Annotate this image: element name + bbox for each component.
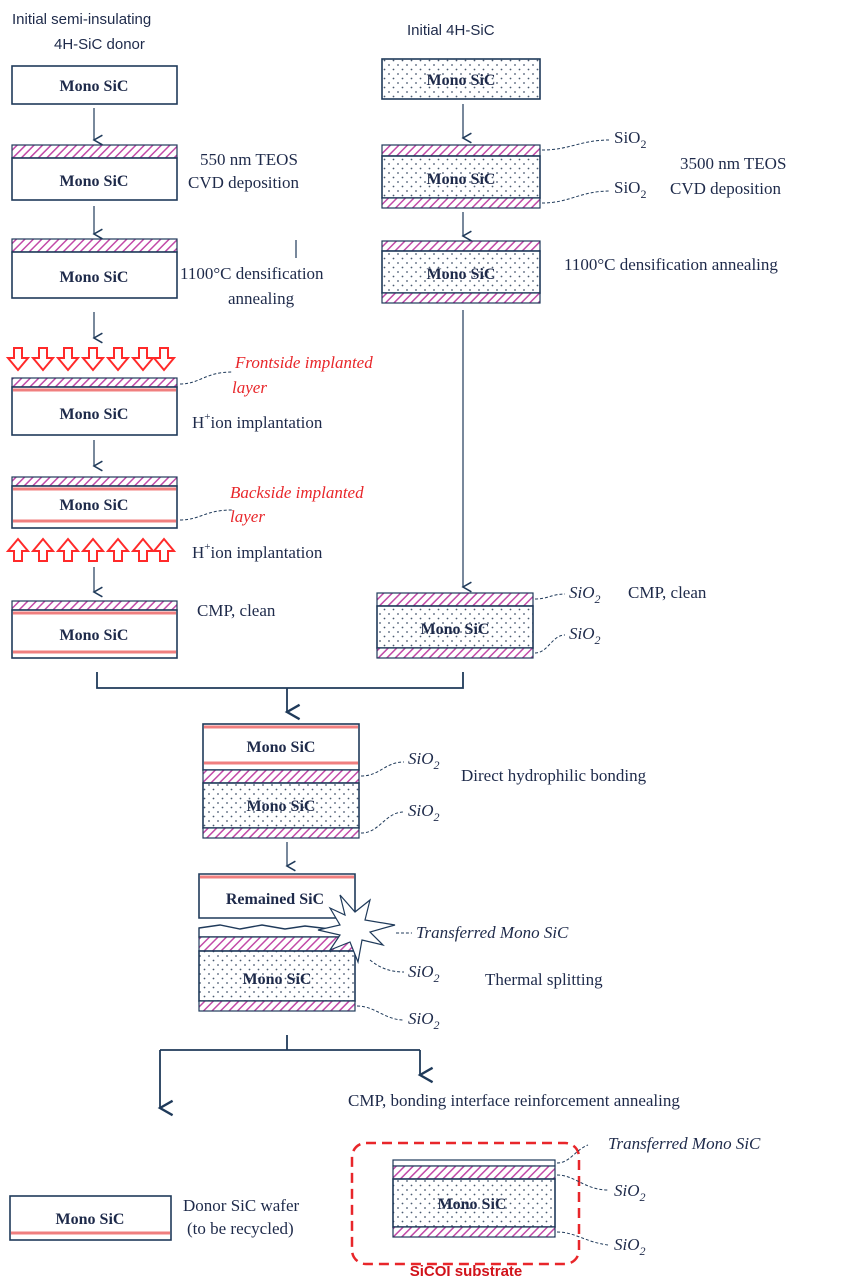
transferred-label-1: Transferred Mono SiC (416, 923, 569, 942)
wafer-label: Mono SiC (247, 739, 316, 756)
split-stack: Remained SiC Mono SiC (198, 873, 356, 1012)
cmp-clean-right: CMP, clean (628, 583, 707, 602)
wafer-label: Remained SiC (226, 891, 324, 908)
thermal-label: Thermal splitting (485, 970, 603, 989)
dens-left-label-2: annealing (228, 289, 295, 308)
leader-line (556, 1174, 609, 1191)
backside-implant-arrows (5, 537, 177, 562)
dens-right-label: 1100°C densification annealing (564, 255, 778, 274)
h-ion-label-1: H+ion implantation (192, 411, 323, 432)
handle-wafer-teos: Mono SiC (381, 144, 541, 209)
handle-wafer-cmp: Mono SiC (376, 592, 534, 659)
backside-label-1: Backside implanted (230, 483, 364, 502)
teos550-label-2: CVD deposition (188, 173, 299, 192)
wafer-label: Mono SiC (438, 1196, 507, 1213)
sio2-label-sicoi-top: SiO2 (614, 1181, 646, 1204)
donor-title-line1: Initial semi-insulating (12, 11, 151, 28)
sio2-label-handle-top: SiO2 (614, 128, 646, 151)
sio2-label-bond-bottom: SiO2 (408, 801, 440, 824)
leader-line (369, 959, 405, 973)
wafer-label: Mono SiC (427, 72, 496, 89)
donor-wafer-recycled: Mono SiC (9, 1195, 172, 1241)
wafer-label: Mono SiC (60, 173, 129, 190)
bonded-stack: Mono SiC Mono SiC (202, 723, 360, 839)
handle-title: Initial 4H-SiC (407, 22, 495, 39)
leader-line (534, 593, 566, 600)
leader-line (541, 190, 611, 204)
donor-wafer-backside-implanted: Mono SiC (11, 476, 178, 529)
backside-label-2: layer (230, 507, 265, 526)
frontside-implant-arrows (5, 347, 177, 372)
leader-line (179, 371, 233, 385)
h-ion-label-2: H+ion implantation (192, 541, 323, 562)
wafer-label: Mono SiC (427, 266, 496, 283)
donor-recycle-label-1: Donor SiC wafer (183, 1196, 299, 1215)
donor-recycle-label-2: (to be recycled) (187, 1219, 294, 1238)
wafer-label: Mono SiC (60, 269, 129, 286)
handle-wafer-densified: Mono SiC (381, 240, 541, 304)
sio2-label-bond: SiO2 (408, 749, 440, 772)
sio2-label-cmp-top: SiO2 (569, 583, 601, 606)
wafer-label: Mono SiC (60, 627, 129, 644)
wafer-label: Mono SiC (60, 497, 129, 514)
cmp-clean-left: CMP, clean (197, 601, 276, 620)
sicoi-substrate-label: SiCOI substrate (410, 1263, 523, 1279)
leader-line (360, 761, 405, 777)
leader-line (534, 634, 566, 654)
teos3500-label-1: 3500 nm TEOS (680, 154, 786, 173)
donor-wafer-teos: Mono SiC (11, 144, 178, 201)
donor-wafer-frontside-implanted: Mono SiC (11, 377, 178, 436)
teos3500-label-2: CVD deposition (670, 179, 781, 198)
leader-line (556, 1144, 589, 1164)
sicoi-wafer: Mono SiC (392, 1159, 556, 1238)
leader-line (356, 1005, 405, 1021)
wafer-label: Mono SiC (56, 1211, 125, 1228)
merge-connector (96, 672, 464, 689)
handle-wafer-initial: Mono SiC (381, 58, 541, 100)
wafer-label: Mono SiC (421, 621, 490, 638)
transferred-label-2: Transferred Mono SiC (608, 1134, 761, 1153)
wafer-label: Mono SiC (60, 78, 129, 95)
sio2-label-split: SiO2 (408, 962, 440, 985)
split-burst-icon (317, 894, 396, 965)
sio2-label-handle-bottom: SiO2 (614, 178, 646, 201)
frontside-label-1: Frontside implanted (234, 353, 373, 372)
sio2-label-sicoi-bottom: SiO2 (614, 1235, 646, 1258)
donor-title-line2: 4H-SiC donor (54, 36, 145, 53)
donor-wafer-cmp: Mono SiC (11, 600, 178, 659)
frontside-label-2: layer (232, 378, 267, 397)
wafer-label: Mono SiC (243, 971, 312, 988)
sio2-label-cmp-bottom: SiO2 (569, 624, 601, 647)
wafer-label: Mono SiC (60, 406, 129, 423)
leader-line (556, 1231, 609, 1246)
cmp-reinforce-label: CMP, bonding interface reinforcement ann… (348, 1091, 680, 1110)
bonding-label: Direct hydrophilic bonding (461, 766, 647, 785)
sio2-label-split-bottom: SiO2 (408, 1009, 440, 1032)
leader-line (179, 509, 233, 521)
wafer-label: Mono SiC (247, 798, 316, 815)
donor-wafer-initial: Mono SiC (11, 65, 178, 105)
leader-line (360, 811, 405, 834)
leader-line (541, 139, 611, 151)
sicoi-highlight-box (350, 1141, 581, 1266)
dens-left-label-1: 1100°C densification (180, 264, 324, 283)
teos550-label-1: 550 nm TEOS (200, 150, 298, 169)
wafer-label: Mono SiC (427, 171, 496, 188)
donor-wafer-densified: Mono SiC (11, 238, 178, 299)
